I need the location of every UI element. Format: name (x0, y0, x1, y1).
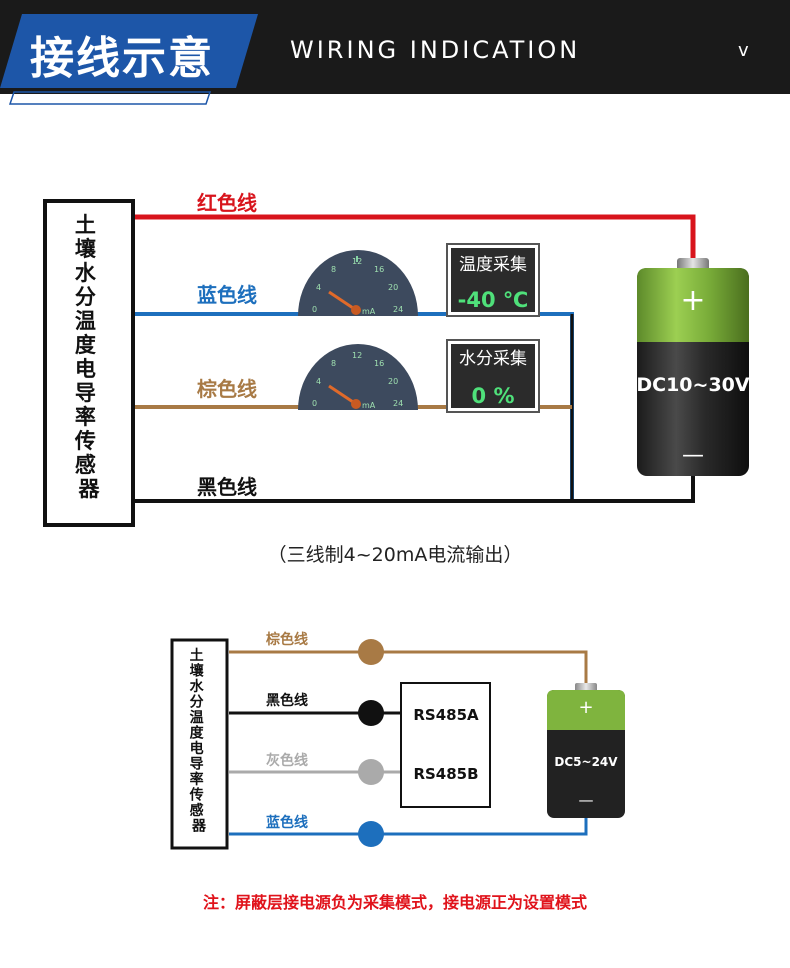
header-background (0, 0, 790, 105)
brown-connector-dot (358, 639, 384, 665)
d2-brown-wire (229, 650, 588, 690)
page-title: 接线示意 (30, 33, 214, 84)
moisture-display: 水分采集 0 % (446, 339, 540, 413)
temperature-display-title: 温度采集 (459, 255, 527, 275)
rs485-box (400, 682, 491, 808)
d2-black-wire-label: 黑色线 (266, 692, 308, 709)
sensor-name-1: 土 壤 水 分 温 度 电 导 率 传 感 器 (74, 213, 103, 501)
sensor-name-2: 土 壤 水 分 温 度 电 导 率 传 感 器 (189, 647, 209, 835)
battery-1-minus-icon: — (682, 443, 704, 468)
svg-text:24: 24 (393, 305, 403, 314)
svg-text:12: 12 (352, 257, 362, 266)
current-gauge-1: 0 4 8 12 16 20 24 mA (298, 250, 418, 316)
black-wire-label: 黑色线 (197, 475, 257, 499)
rs485a-label: RS485A (413, 706, 479, 724)
temperature-display: 温度采集 -40 ℃ (446, 243, 540, 317)
svg-text:16: 16 (374, 359, 384, 368)
battery-2-plus-icon: + (578, 697, 593, 718)
current-gauge-2: 0 4 8 12 16 20 24 mA (298, 344, 418, 410)
svg-text:0: 0 (312, 399, 317, 408)
battery-1: + DC10~30V — (636, 258, 750, 476)
temperature-display-value: -40 ℃ (458, 288, 529, 312)
svg-text:8: 8 (331, 265, 336, 274)
gray-connector-dot (358, 759, 384, 785)
svg-text:4: 4 (316, 377, 321, 386)
battery-2: + DC5~24V — (547, 683, 625, 818)
header-banner: 接线示意 WIRING INDICATION v (0, 0, 790, 108)
svg-text:4: 4 (316, 283, 321, 292)
svg-text:20: 20 (388, 377, 398, 386)
battery-1-plus-icon: + (680, 283, 705, 318)
rs485b-label: RS485B (413, 765, 478, 783)
diagram-1-caption: （三线制4~20mA电流输出） (267, 544, 523, 566)
black-wire (133, 470, 695, 503)
wiring-diagram-2: 土 壤 水 分 温 度 电 导 率 传 感 器 棕色线 黑色线 灰色线 蓝色线 … (170, 631, 625, 850)
sensor-box-1 (43, 199, 135, 527)
d2-blue-wire (229, 815, 588, 836)
black-connector-dot (358, 700, 384, 726)
svg-text:8: 8 (331, 359, 336, 368)
battery-2-label: DC5~24V (554, 755, 618, 769)
svg-text:mA: mA (362, 307, 376, 316)
moisture-display-title: 水分采集 (459, 349, 527, 369)
blue-connector-dot (358, 821, 384, 847)
moisture-display-value: 0 % (472, 384, 515, 408)
brown-wire-label: 棕色线 (197, 377, 257, 401)
svg-text:20: 20 (388, 283, 398, 292)
svg-text:12: 12 (352, 351, 362, 360)
sensor-box-2 (170, 638, 229, 850)
shield-mode-note: 注：屏蔽层接电源负为采集模式，接电源正为设置模式 (202, 893, 587, 912)
red-wire (133, 214, 696, 262)
wiring-diagram-1: 土 壤 水 分 温 度 电 导 率 传 感 器 红色线 蓝色线 棕色线 黑色线 … (43, 191, 750, 527)
red-wire-label: 红色线 (197, 191, 257, 215)
d2-blue-wire-label: 蓝色线 (266, 814, 308, 831)
d2-brown-wire-label: 棕色线 (265, 631, 308, 648)
chevron-down-icon[interactable]: v (738, 40, 749, 61)
battery-1-label: DC10~30V (636, 374, 750, 396)
svg-text:24: 24 (393, 399, 403, 408)
svg-text:16: 16 (374, 265, 384, 274)
d2-gray-wire-label: 灰色线 (266, 752, 308, 769)
svg-text:mA: mA (362, 401, 376, 410)
svg-text:0: 0 (312, 305, 317, 314)
battery-2-minus-icon: — (579, 791, 594, 809)
page-subtitle: WIRING INDICATION (290, 36, 581, 64)
blue-wire-label: 蓝色线 (197, 283, 257, 307)
